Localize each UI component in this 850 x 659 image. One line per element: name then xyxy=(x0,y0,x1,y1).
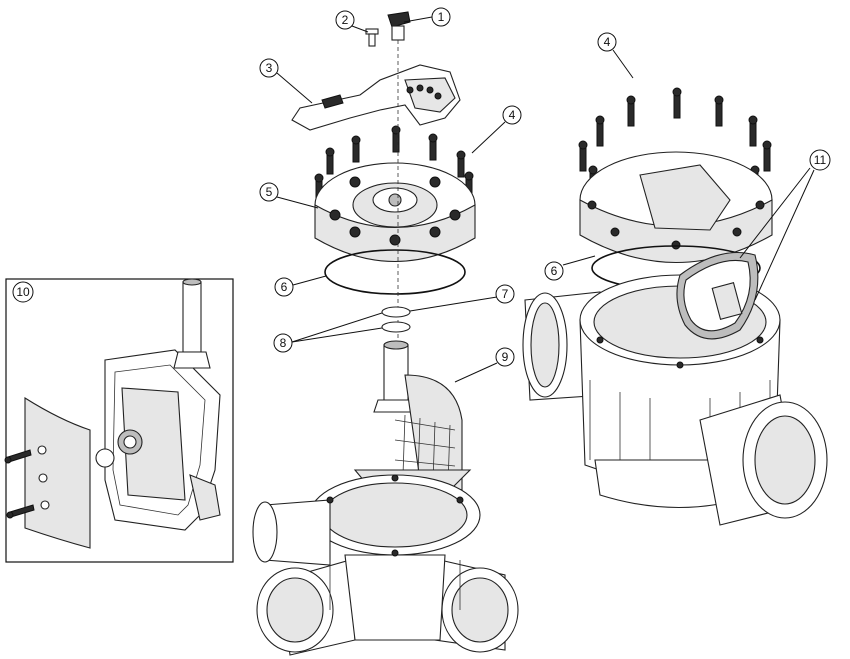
callout-4-right: 4 xyxy=(597,32,634,79)
callout-5-label: 5 xyxy=(266,185,273,199)
inset-screw-upper xyxy=(4,449,32,464)
callout-6-center: 6 xyxy=(274,275,327,297)
callout-10-label: 10 xyxy=(16,285,30,299)
handle-knob xyxy=(387,11,411,41)
inset-stem xyxy=(182,281,202,353)
callout-7-label: 7 xyxy=(502,287,509,301)
callout-6-right: 6 xyxy=(544,255,596,281)
valve-handle xyxy=(291,64,461,131)
callout-9-label: 9 xyxy=(502,350,509,364)
callout-3-label: 3 xyxy=(266,61,273,75)
right-valve-lid xyxy=(579,151,773,263)
callout-6a-label: 6 xyxy=(281,280,288,294)
callout-10 xyxy=(12,281,34,303)
callout-9: 9 xyxy=(454,347,515,383)
right-valve-assembly xyxy=(522,87,828,526)
callout-2-label: 2 xyxy=(342,13,349,27)
seal-lower xyxy=(381,321,411,333)
callout-3: 3 xyxy=(259,58,313,104)
callout-1: 1 xyxy=(403,7,451,27)
callout-7: 7 xyxy=(409,284,515,312)
callout-8-label: 8 xyxy=(280,336,287,350)
callout-1-label: 1 xyxy=(438,10,445,24)
seal-upper xyxy=(381,306,411,318)
inset-panel-10: 10 xyxy=(4,278,234,563)
callout-6b-label: 6 xyxy=(551,264,558,278)
callout-8: 8 xyxy=(273,312,383,353)
callout-11-label: 11 xyxy=(814,153,827,167)
lid-o-ring xyxy=(324,249,466,295)
callout-5: 5 xyxy=(259,182,319,209)
center-valve-body xyxy=(252,474,519,656)
center-valve-assembly xyxy=(252,11,519,656)
callout-4a-label: 4 xyxy=(509,108,516,122)
flapper-seal xyxy=(676,252,759,340)
inset-screw-lower xyxy=(6,504,35,519)
callout-4b-label: 4 xyxy=(604,35,611,49)
inset-side-plate xyxy=(24,397,91,549)
valve-lid xyxy=(314,162,476,263)
callout-2: 2 xyxy=(335,10,369,33)
callout-4-center: 4 xyxy=(471,105,522,154)
right-valve-body xyxy=(522,274,828,526)
callout-11: 11 xyxy=(739,149,831,301)
